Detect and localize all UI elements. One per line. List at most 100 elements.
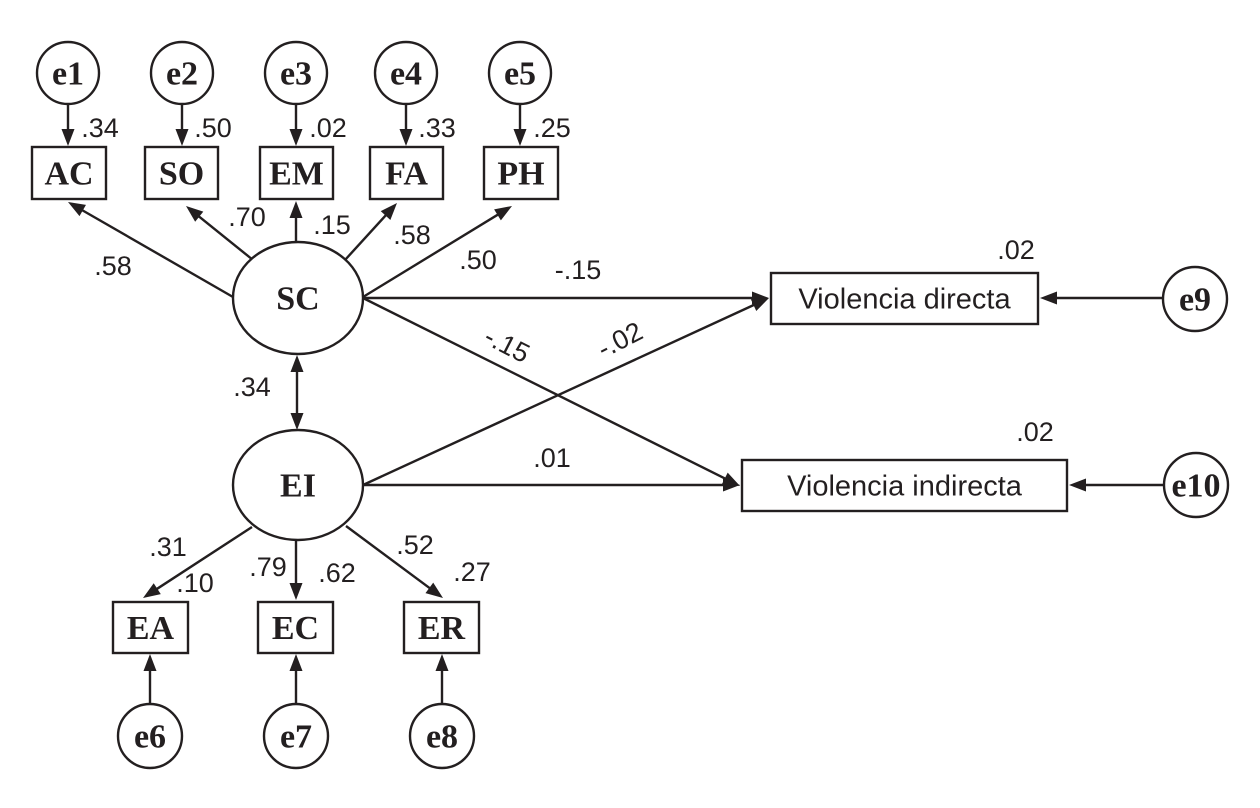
indicator-ac: AC [30, 145, 108, 201]
latent-variable-ei: EI [231, 428, 365, 542]
indicator-em: EM [258, 145, 335, 201]
arrow-head [289, 129, 303, 146]
r2-value-em: .02 [309, 113, 347, 143]
indicator-box [143, 145, 220, 201]
error-circle [487, 40, 553, 106]
loading-value-em: .15 [313, 210, 351, 240]
loading-value-fa: .58 [393, 220, 431, 250]
nodes-layer: SC EI AC SO EM FA PH EA EC ER Violencia directaVio… [30, 40, 1230, 770]
arrow-head [494, 206, 512, 221]
error-circle [1162, 451, 1230, 519]
loading-arrow-sc-em [289, 201, 303, 243]
r2-value-so: .50 [194, 113, 232, 143]
loading-arrow-sc-fa [344, 203, 397, 261]
error-label: e9 [1179, 282, 1211, 319]
outcome-box [740, 458, 1069, 513]
arrow-head [513, 129, 527, 146]
error-label: e2 [166, 56, 198, 93]
outcome-label: Violencia indirecta [787, 471, 1023, 503]
arrow-head [723, 478, 740, 492]
error-term-e5: e5 [487, 40, 553, 106]
arrow-line [344, 213, 388, 261]
error-label: e8 [426, 719, 458, 756]
indicator-box [402, 600, 481, 655]
error-circle [263, 40, 329, 106]
arrow-head [175, 129, 189, 146]
path-arrow-ei-vi [363, 478, 740, 492]
arrow-line [196, 214, 254, 261]
outcome-box [769, 271, 1040, 326]
error-term-e7: e7 [262, 702, 330, 770]
latent-label: EI [280, 468, 316, 505]
indicator-label: FA [385, 156, 428, 193]
loading-arrow-ei-er [345, 525, 443, 598]
residual-arrow-e6 [143, 654, 157, 704]
indicator-box [368, 145, 445, 201]
error-circle [149, 40, 215, 106]
loading-value-so: .70 [228, 202, 266, 232]
loading-value-ac: .58 [94, 251, 132, 281]
outcome-vd: Violencia directa [769, 271, 1040, 326]
error-label: e7 [280, 719, 312, 756]
coefficients-layer: .58.34.70.50.15.02.58.33.50.25.31.10.79.… [81, 113, 1054, 598]
outcome-label: Violencia directa [798, 284, 1011, 316]
error-label: e10 [1171, 468, 1220, 505]
arrow-head [290, 413, 304, 430]
error-term-e1: e1 [35, 40, 101, 106]
loading-arrow-ei-ea [143, 525, 253, 598]
indicator-label: SO [159, 156, 204, 193]
error-term-e8: e8 [408, 702, 476, 770]
residual-arrow-e4 [399, 104, 413, 146]
arrow-head [143, 583, 161, 598]
r2-value-er: .27 [453, 557, 491, 587]
residual-arrow-e9 [1040, 291, 1163, 305]
arrow-line [345, 525, 432, 591]
error-term-e6: e6 [116, 702, 184, 770]
indicator-label: EA [127, 610, 175, 647]
error-term-e9: e9 [1161, 265, 1229, 333]
r2-value-ec: .62 [318, 558, 356, 588]
residual-arrow-e10 [1069, 478, 1164, 492]
indicator-label: EC [272, 610, 319, 647]
covariance-arrow-sc-ei [290, 355, 304, 430]
latent-variable-sc: SC [231, 240, 365, 356]
path-coefficient-ei-vi: .01 [533, 443, 571, 473]
r2-value-vi: .02 [1016, 417, 1054, 447]
residual-arrow-e3 [289, 104, 303, 146]
latent-label: SC [276, 281, 319, 318]
loading-arrow-ei-ec [289, 540, 303, 600]
error-circle [35, 40, 101, 106]
indicator-label: EM [269, 156, 324, 193]
arrow-head [425, 582, 443, 598]
indicator-fa: FA [368, 145, 445, 201]
arrow-head [290, 355, 304, 372]
loading-arrow-sc-so [186, 206, 254, 261]
loading-value-er: .52 [396, 530, 434, 560]
arrow-head [435, 654, 449, 671]
residual-arrow-e5 [513, 104, 527, 146]
loading-value-ea: .31 [149, 532, 187, 562]
error-label: e4 [390, 56, 422, 93]
error-term-e3: e3 [263, 40, 329, 106]
residual-arrow-e1 [61, 104, 75, 146]
loading-value-ec: .79 [249, 552, 287, 582]
r2-value-vd: .02 [997, 235, 1035, 265]
arrow-line [362, 212, 500, 299]
arrow-head [143, 654, 157, 671]
indicator-so: SO [143, 145, 220, 201]
arrow-line [362, 303, 756, 487]
arrow-head [380, 203, 397, 220]
arrow-line [80, 208, 234, 299]
path-arrow-ei-vd [362, 298, 769, 487]
indicator-label: PH [497, 156, 544, 193]
indicator-box [482, 145, 560, 201]
indicator-ea: EA [111, 600, 190, 655]
indicator-ph: PH [482, 145, 560, 201]
indicator-box [30, 145, 108, 201]
indicator-er: ER [402, 600, 481, 655]
indicator-label: ER [418, 610, 466, 647]
error-circle [116, 702, 184, 770]
error-label: e6 [134, 719, 166, 756]
latent-ellipse [231, 240, 365, 356]
